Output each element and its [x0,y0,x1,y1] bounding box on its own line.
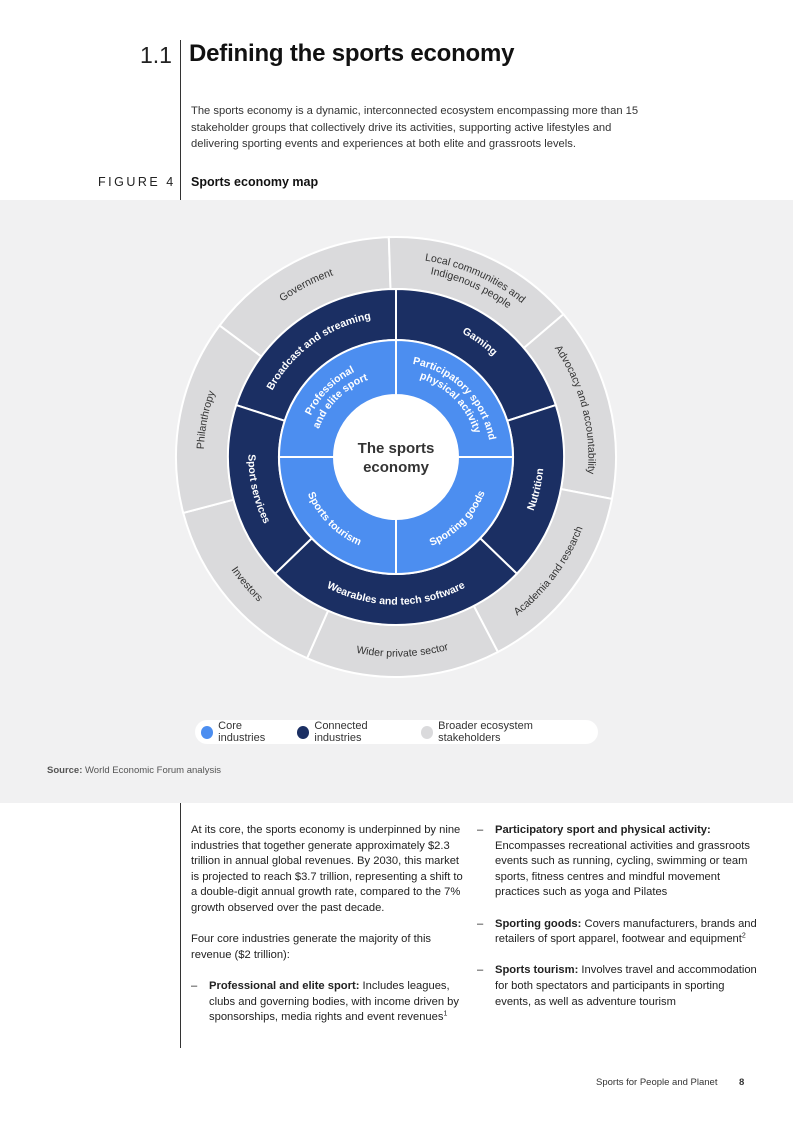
legend-swatch-connected [297,725,310,739]
bullet-title: Sporting goods: [495,917,582,930]
bullet-text: Professional and elite sport: Includes l… [209,979,466,1026]
bullet-title: Participatory sport and physical activit… [495,824,711,836]
figure-source: Source: World Economic Forum analysis [47,765,221,776]
bullet-text: Participatory sport and physical activit… [495,823,757,901]
legend-item-broader: Broader ecosystem stakeholders [420,720,588,744]
footnote-ref[interactable]: 2 [741,932,746,940]
section-divider-bottom [180,803,181,1048]
bullet-body: Covers manufacturers, brands and retaile… [495,917,757,946]
list-item: – Professional and elite sport: Includes… [191,979,466,1026]
center-label: economy [363,459,430,476]
bullet-body: Includes leagues, clubs and governing bo… [209,979,459,1024]
center-label: The sports [358,440,435,457]
body-column-left: At its core, the sports economy is under… [191,823,466,1041]
page-number: 8 [739,1077,745,1088]
section-title: Defining the sports economy [189,40,515,67]
legend-item-connected: Connected industries [297,720,411,744]
section-divider-top [180,40,181,200]
footnote-ref[interactable]: 1 [443,1010,448,1018]
bullet-dash: – [477,824,484,836]
bullet-body: Involves travel and accommodation for bo… [495,964,757,1008]
body-paragraph: Four core industries generate the majori… [191,933,432,961]
bullet-text: Sports tourism: Involves travel and acco… [495,963,757,1010]
source-label: Source: [47,765,83,776]
body-column-right: – Participatory sport and physical activ… [477,823,757,1026]
legend-label-connected: Connected industries [314,720,368,744]
bullet-text: Sporting goods: Covers manufacturers, br… [495,917,757,948]
bullet-title: Professional and elite sport: [209,979,360,992]
bullet-dash: – [191,979,198,992]
body-paragraph: At its core, the sports economy is under… [191,824,463,914]
bullet-body: Encompasses recreational activities and … [495,839,750,899]
legend-swatch-broader [420,725,434,739]
legend-label-broader: Broader ecosystem stakeholders [438,720,533,744]
legend-item-core: Core industries [201,720,287,744]
legend-label-core: Core industries [218,720,266,744]
list-item: – Sporting goods: Covers manufacturers, … [477,917,757,948]
intro-paragraph: The sports economy is a dynamic, interco… [191,105,639,150]
list-item: – Sports tourism: Involves travel and ac… [477,963,757,1010]
bullet-dash: – [477,917,484,930]
list-item: – Participatory sport and physical activ… [477,823,757,901]
center-circle [334,395,458,519]
footer-publication-title: Sports for People and Planet [596,1077,718,1088]
section-number: 1.1 [140,42,172,68]
bullet-title: Sports tourism: [495,964,579,977]
figure-label: FIGURE 4 [98,175,176,189]
legend-swatch-core [201,725,214,739]
bullet-dash: – [477,964,484,977]
figure-legend: Core industries Connected industries Bro… [195,720,598,744]
figure-title: Sports economy map [191,175,319,189]
source-text: World Economic Forum analysis [82,765,222,776]
